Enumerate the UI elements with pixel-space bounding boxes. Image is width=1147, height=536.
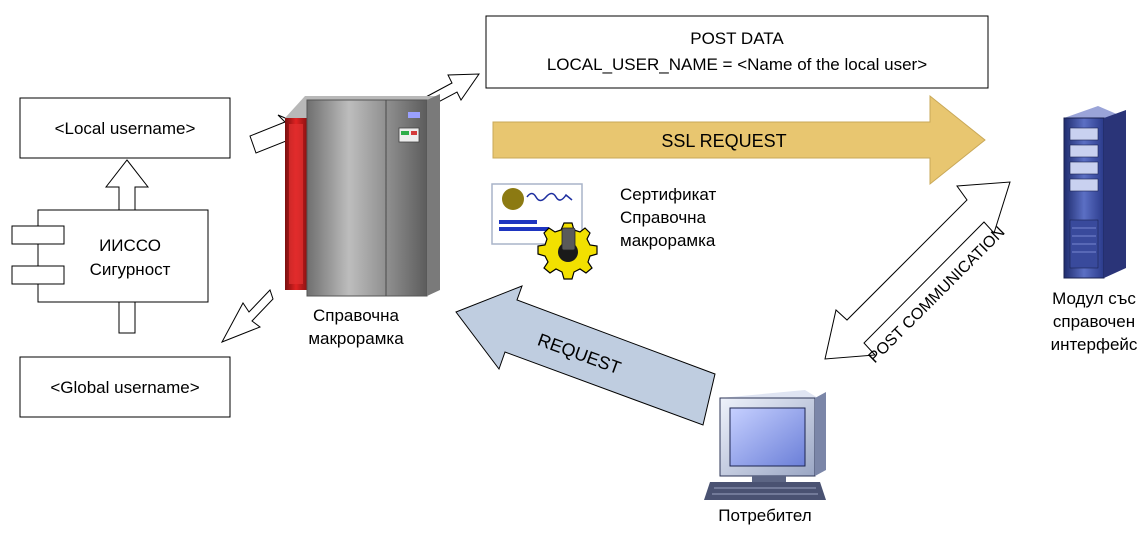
certificate-label-line2: Справочна xyxy=(620,208,707,227)
client-computer-icon xyxy=(704,390,826,500)
client-label: Потребител xyxy=(718,506,811,525)
global-username-box: <Global username> xyxy=(19,356,231,418)
post-data-line: LOCAL_USER_NAME = <Name of the local use… xyxy=(547,55,927,74)
server-label-line3: интерфейс xyxy=(1051,335,1138,354)
arrow-to-global-username xyxy=(220,289,274,343)
security-component: ИИССО Сигурност xyxy=(11,209,209,303)
component-port-bottom xyxy=(11,265,65,285)
local-username-label: <Local username> xyxy=(55,119,196,138)
mainframe-label-line1: Справочна xyxy=(313,306,400,325)
mainframe-label-line2: макрорамка xyxy=(308,329,404,348)
request-arrow: REQUEST xyxy=(455,285,716,426)
mainframe-icon xyxy=(285,94,440,297)
certificate-label-line1: Сертификат xyxy=(620,185,716,204)
server-tower-icon xyxy=(1063,106,1126,279)
post-data-box: POST DATA LOCAL_USER_NAME = <Name of the… xyxy=(485,15,989,89)
vertical-arrow-up xyxy=(104,159,150,213)
component-subtitle: Сигурност xyxy=(90,260,171,279)
local-username-box: <Local username> xyxy=(19,97,231,159)
certificate-label-line3: макрорамка xyxy=(620,231,716,250)
vertical-arrow-down-stem xyxy=(118,299,136,334)
global-username-label: <Global username> xyxy=(50,378,199,397)
post-data-title: POST DATA xyxy=(690,29,784,48)
component-title: ИИССО xyxy=(99,236,161,255)
certificate-icon xyxy=(491,183,598,280)
server-label-line2: справочен xyxy=(1053,312,1135,331)
server-label-line1: Модул със xyxy=(1052,289,1136,308)
component-port-top xyxy=(11,225,65,245)
ssl-request-arrow: SSL REQUEST xyxy=(492,94,986,186)
post-communication-arrow: POST COMMUNICATION xyxy=(824,181,1011,367)
ssl-request-label: SSL REQUEST xyxy=(661,131,786,151)
